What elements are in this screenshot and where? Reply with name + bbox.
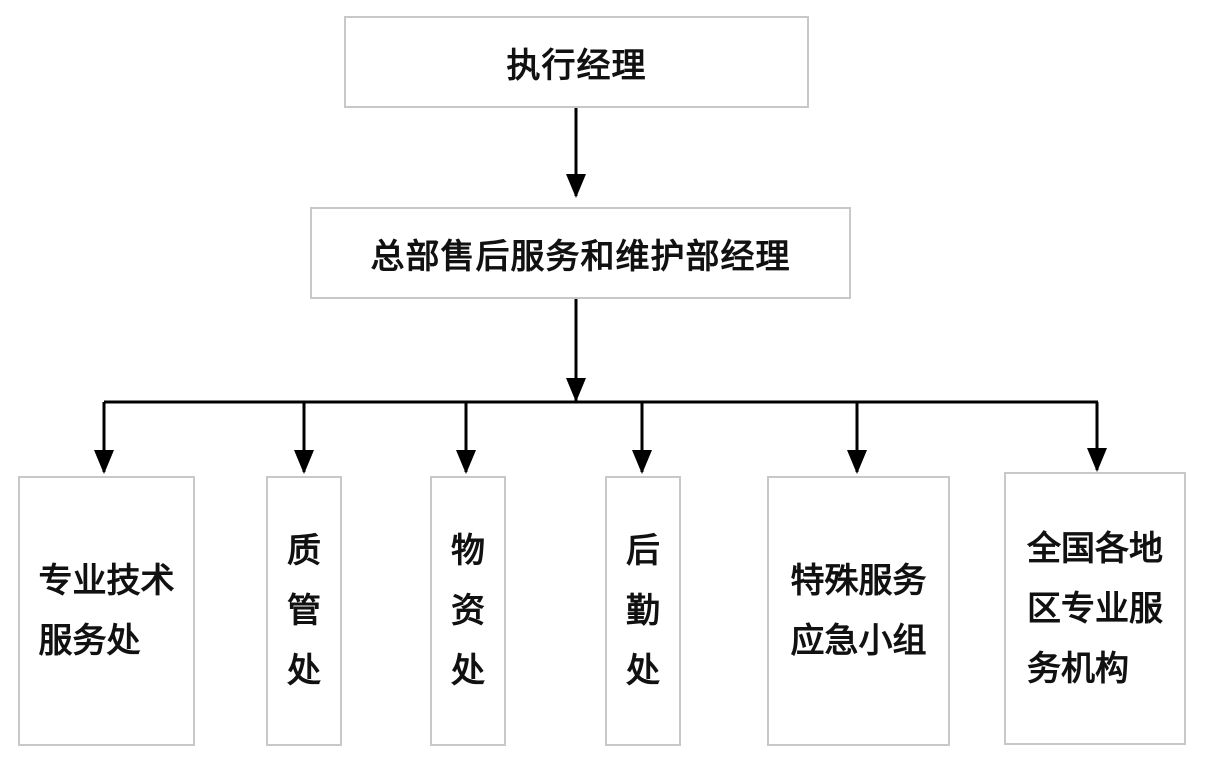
node-regional-service-agencies-label: 全国各地 区专业服 务机构 [1027, 528, 1163, 689]
arrowhead-dept-6 [1087, 448, 1107, 472]
node-materials-office: 物 资 处 [430, 476, 506, 746]
node-hq-after-sales-manager: 总部售后服务和维护部经理 [310, 207, 851, 299]
node-executive-manager: 执行经理 [344, 16, 809, 108]
arrowhead-dept-1 [94, 450, 114, 474]
node-executive-manager-label: 执行经理 [506, 45, 647, 86]
node-quality-office-label: 质 管 处 [287, 531, 321, 691]
node-logistics-office: 后 勤 处 [605, 476, 681, 746]
node-logistics-office-label: 后 勤 处 [626, 531, 660, 691]
node-technical-service-office: 专业技术 服务处 [18, 476, 195, 746]
arrowhead-dept-5 [847, 450, 867, 474]
node-materials-office-label: 物 资 处 [451, 531, 485, 691]
node-special-service-team: 特殊服务 应急小组 [767, 476, 950, 746]
arrowhead-dept-4 [632, 450, 652, 474]
arrowhead-bus [566, 378, 586, 402]
arrowhead-dept-2 [294, 450, 314, 474]
node-regional-service-agencies: 全国各地 区专业服 务机构 [1004, 472, 1186, 745]
node-quality-office: 质 管 处 [266, 476, 342, 746]
node-technical-service-office-label: 专业技术 服务处 [38, 561, 175, 661]
node-special-service-team-label: 特殊服务 应急小组 [790, 561, 927, 661]
department-drops [94, 402, 1107, 474]
arrowhead-manager [566, 174, 586, 198]
arrowhead-dept-3 [456, 450, 476, 474]
node-hq-after-sales-manager-label: 总部售后服务和维护部经理 [370, 236, 791, 277]
